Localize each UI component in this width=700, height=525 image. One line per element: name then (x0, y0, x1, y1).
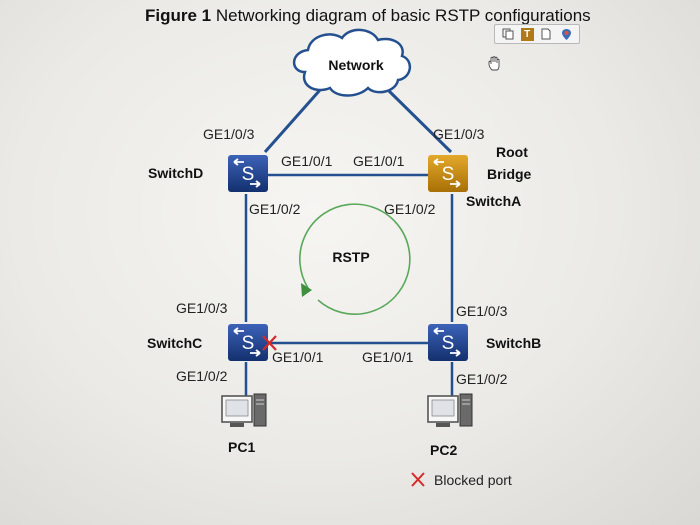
switchc-port-ge102: GE1/0/2 (176, 368, 228, 384)
switchc-port-ge101: GE1/0/1 (272, 349, 324, 365)
legend-blocked-label: Blocked port (434, 472, 512, 488)
figure-title: Figure 1 Networking diagram of basic RST… (145, 6, 591, 26)
map-icon[interactable] (559, 27, 573, 41)
switcha-icon: S (428, 155, 468, 192)
switchb-name: SwitchB (486, 335, 541, 351)
hand-cursor-icon (488, 56, 502, 75)
pc2-label: PC2 (430, 442, 457, 458)
pc1-icon (221, 393, 267, 427)
switchb-port-ge103: GE1/0/3 (456, 303, 508, 319)
blocked-port-icon (262, 335, 277, 351)
switcha-name: SwitchA (466, 193, 521, 209)
rstp-label: RSTP (332, 249, 369, 265)
switchb-port-ge102: GE1/0/2 (456, 371, 508, 387)
pc2-icon (427, 393, 473, 427)
figure-number: Figure 1 (145, 6, 212, 25)
switchc-icon: S (228, 324, 268, 361)
rstp-cycle-icon (299, 203, 411, 315)
switchd-port-ge101: GE1/0/1 (281, 153, 333, 169)
switchd-glyph: S (242, 164, 255, 185)
network-label: Network (328, 57, 383, 73)
switchd-icon: S (228, 155, 268, 192)
legend: Blocked port (411, 472, 512, 488)
network-cloud: Network (292, 28, 411, 97)
link-switcha-network (386, 88, 453, 154)
switchc-glyph: S (242, 333, 255, 354)
link-switchd-network (263, 89, 322, 153)
page-icon[interactable] (539, 27, 553, 41)
pc1-label: PC1 (228, 439, 255, 455)
switchb-icon: S (428, 324, 468, 361)
switcha-role-line1: Root (496, 144, 528, 160)
switchd-port-ge103: GE1/0/3 (203, 126, 255, 142)
switchd-port-ge102: GE1/0/2 (249, 201, 301, 217)
switchc-port-ge103: GE1/0/3 (176, 300, 228, 316)
copy-icon[interactable] (501, 27, 515, 41)
switchc-name: SwitchC (147, 335, 202, 351)
figure-caption: Networking diagram of basic RSTP configu… (211, 6, 591, 25)
switcha-role-line2: Bridge (487, 166, 532, 182)
switcha-port-ge101: GE1/0/1 (353, 153, 405, 169)
switcha-glyph: S (442, 164, 455, 185)
switchd-name: SwitchD (148, 165, 203, 181)
switcha-port-ge103: GE1/0/3 (433, 126, 485, 142)
switchb-port-ge101: GE1/0/1 (362, 349, 414, 365)
switchb-glyph: S (442, 333, 455, 354)
legend-blocked-icon (411, 472, 425, 487)
floating-toolbar: T (494, 24, 580, 44)
text-icon[interactable]: T (520, 27, 534, 41)
switcha-port-ge102: GE1/0/2 (384, 201, 436, 217)
